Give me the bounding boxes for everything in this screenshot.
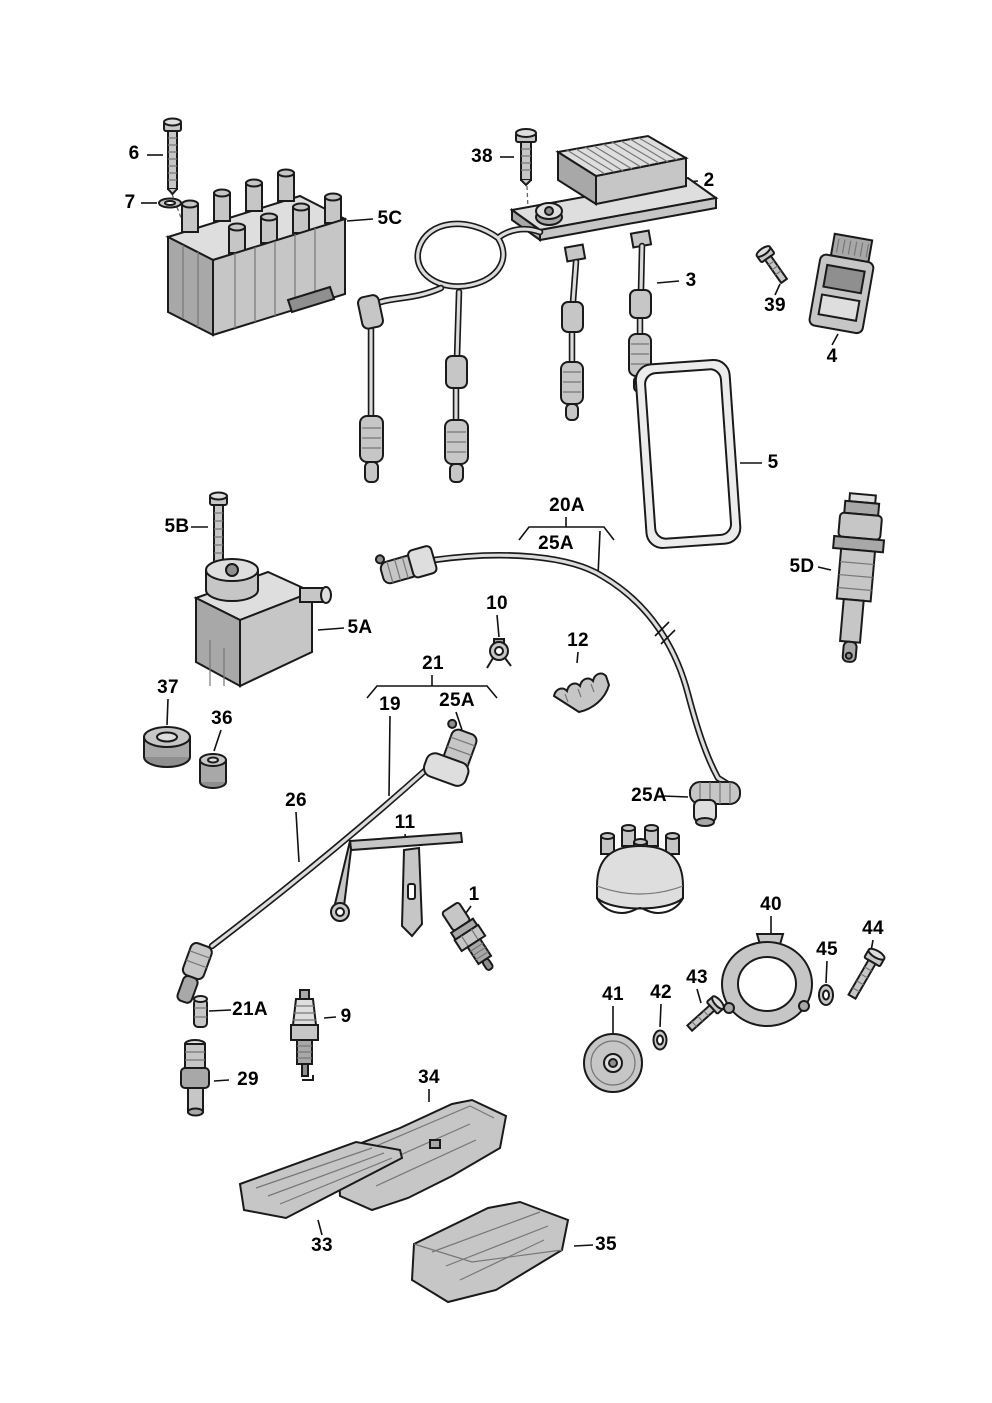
- callout-20a: 20A: [549, 495, 585, 516]
- callout-9: 9: [340, 1006, 352, 1027]
- connector-29: [180, 1039, 210, 1117]
- clip-10: [486, 638, 512, 669]
- callout-38: 38: [471, 146, 493, 167]
- callout-43: 43: [686, 967, 708, 988]
- callout-39: 39: [764, 295, 786, 316]
- callout-11: 11: [394, 812, 416, 833]
- cover-40: [721, 933, 813, 1027]
- callout-19: 19: [379, 694, 401, 715]
- callout-40: 40: [760, 894, 782, 915]
- callout-41: 41: [602, 984, 624, 1005]
- spark-plug-9: [290, 989, 319, 1081]
- callout-25a-top: 25A: [538, 533, 574, 554]
- washer-42: [652, 1029, 668, 1051]
- bolt-39-screw: [755, 245, 789, 285]
- engine-cover-33: [238, 1140, 404, 1220]
- cable-26-boot: [176, 942, 213, 1004]
- ignition-coil-5A: [193, 558, 332, 688]
- washer-45: [818, 984, 834, 1006]
- washer-7: [158, 197, 182, 209]
- callout-25a-right: 25A: [631, 785, 667, 806]
- bracket-11: [330, 831, 464, 938]
- callout-12: 12: [567, 630, 589, 651]
- grommet-37: [143, 726, 191, 768]
- bolt-6-screw: [163, 117, 182, 196]
- callout-26: 26: [285, 790, 307, 811]
- ignition-coil-pack-5C: [165, 168, 348, 337]
- callout-2: 2: [703, 170, 715, 191]
- callout-42: 42: [650, 982, 672, 1003]
- bolt-38-screw: [515, 128, 537, 187]
- callout-7: 7: [124, 192, 136, 213]
- callout-37: 37: [157, 677, 179, 698]
- sensor-1: [441, 902, 494, 971]
- callout-4: 4: [826, 346, 838, 367]
- wheel-41: [583, 1033, 643, 1093]
- ignition-cables-3: [357, 220, 652, 483]
- callout-34: 34: [418, 1067, 440, 1088]
- callout-45: 45: [816, 939, 838, 960]
- callout-33: 33: [311, 1235, 333, 1256]
- distributor-cap: [596, 824, 684, 915]
- callout-36: 36: [211, 708, 233, 729]
- cable-20A: [430, 552, 738, 792]
- callout-6: 6: [128, 143, 140, 164]
- engine-cover-34: [336, 1098, 508, 1212]
- callout-1: 1: [468, 884, 480, 905]
- callout-5b: 5B: [164, 516, 190, 537]
- clip-21A: [193, 995, 208, 1028]
- callout-35: 35: [595, 1234, 617, 1255]
- callout-5d: 5D: [789, 556, 815, 577]
- control-module-4: [808, 232, 875, 335]
- cable-holder-12: [552, 672, 611, 714]
- connector-25A-mid: [422, 718, 478, 787]
- callout-44: 44: [862, 918, 884, 939]
- callout-3: 3: [685, 270, 697, 291]
- callout-5c: 5C: [377, 208, 403, 229]
- callout-10: 10: [486, 593, 508, 614]
- cable-26: [208, 764, 432, 950]
- connector-25A-right: [689, 781, 741, 827]
- callout-29: 29: [237, 1069, 259, 1090]
- connector-20A-left: [374, 545, 438, 585]
- callout-5a: 5A: [347, 617, 373, 638]
- engine-cover-35: [410, 1200, 570, 1304]
- bolt-44-screw: [847, 947, 886, 1001]
- ignition-module-2: [509, 134, 719, 263]
- gasket-5: [634, 359, 742, 549]
- callout-21a: 21A: [232, 999, 268, 1020]
- bolt-43-screw: [685, 995, 725, 1033]
- callout-21: 21: [422, 653, 444, 674]
- callout-5: 5: [767, 452, 779, 473]
- sleeve-36: [199, 753, 227, 789]
- callout-25a-mid: 25A: [439, 690, 475, 711]
- pencil-coil-5D: [832, 492, 886, 663]
